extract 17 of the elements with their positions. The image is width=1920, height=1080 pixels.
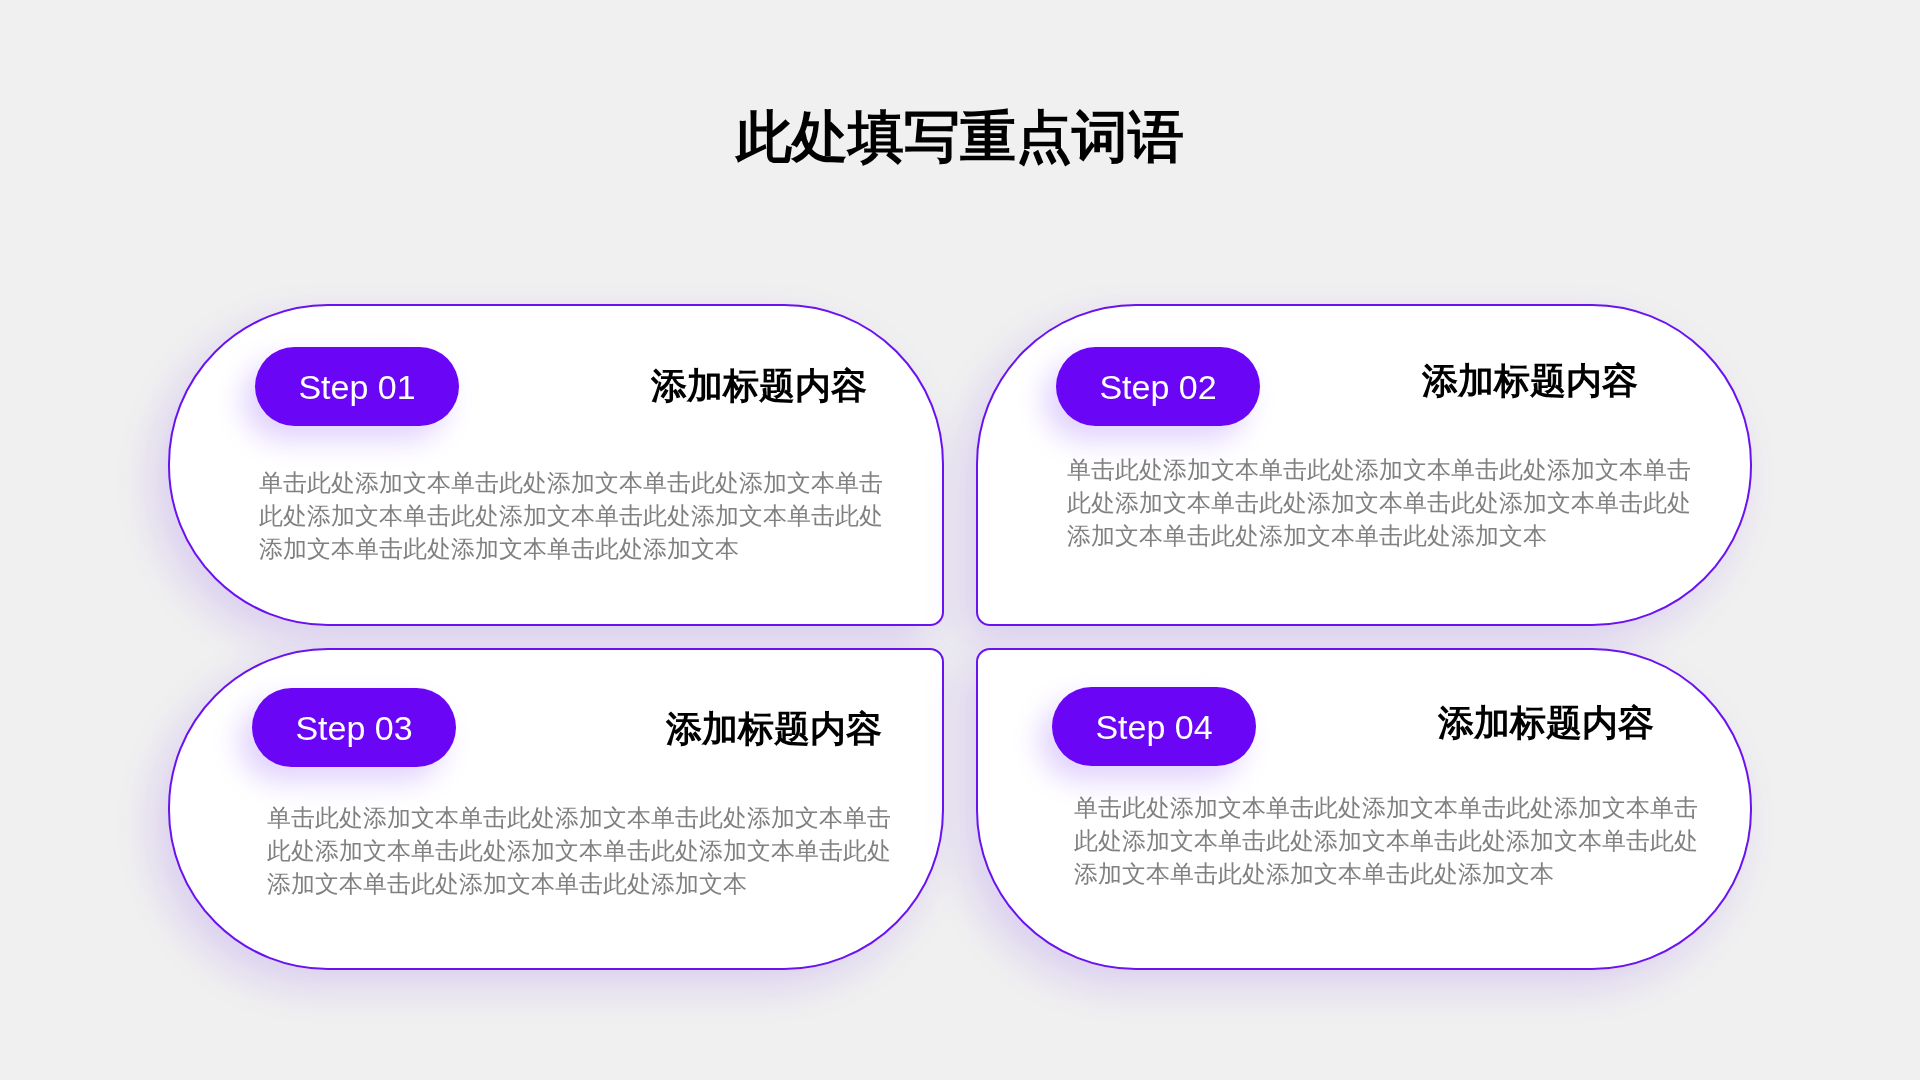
card-body-text: 单击此处添加文本单击此处添加文本单击此处添加文本单击此处添加文本单击此处添加文本单击此处添加文本单击此处添加文本单击此处添加文本单击此处添加文本 — [259, 468, 884, 564]
step-card — [976, 304, 1752, 626]
step-pill: Step 02 — [1056, 347, 1260, 426]
step-card — [168, 304, 944, 626]
step-pill: Step 03 — [252, 688, 456, 767]
card-body-text: 单击此处添加文本单击此处添加文本单击此处添加文本单击此处添加文本单击此处添加文本单击此处添加文本单击此处添加文本单击此处添加文本单击此处添加文本 — [1074, 793, 1699, 889]
card-heading: 添加标题内容 — [1422, 359, 1638, 403]
step-card — [976, 648, 1752, 970]
step-card — [168, 648, 944, 970]
card-body-text: 单击此处添加文本单击此处添加文本单击此处添加文本单击此处添加文本单击此处添加文本单击此处添加文本单击此处添加文本单击此处添加文本单击此处添加文本 — [267, 803, 892, 899]
card-heading: 添加标题内容 — [666, 707, 882, 751]
card-heading: 添加标题内容 — [1438, 701, 1654, 745]
step-pill: Step 04 — [1052, 687, 1256, 766]
card-body-text: 单击此处添加文本单击此处添加文本单击此处添加文本单击此处添加文本单击此处添加文本单击此处添加文本单击此处添加文本单击此处添加文本单击此处添加文本 — [1067, 455, 1692, 551]
slide-title: 此处填写重点词语 — [736, 104, 1184, 170]
card-heading: 添加标题内容 — [651, 364, 867, 408]
step-pill: Step 01 — [255, 347, 459, 426]
